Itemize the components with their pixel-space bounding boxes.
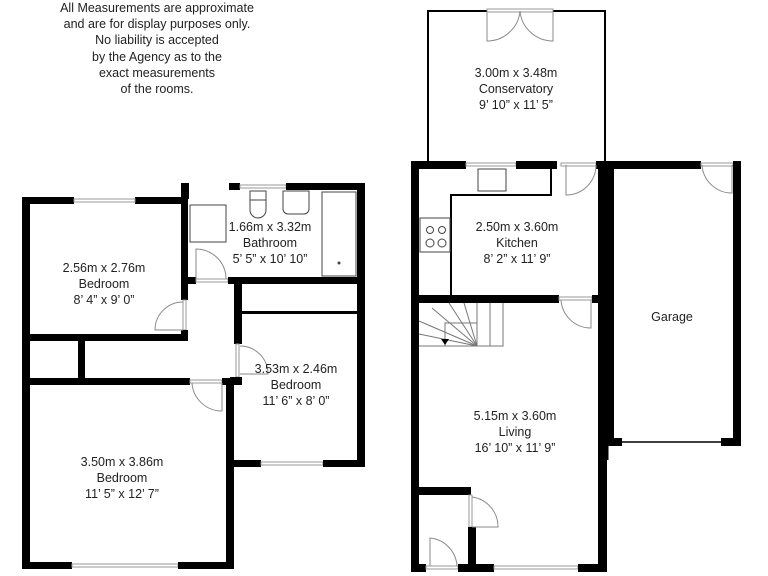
hob-icon [419, 217, 451, 253]
room-label-garage: Garage [651, 309, 693, 325]
disclaimer-text: All Measurements are approximate and are… [60, 0, 254, 97]
toilet-bowl-icon [249, 199, 267, 219]
room-imperial: 8’ 2” x 11’ 9” [483, 252, 551, 266]
room-name: Conservatory [478, 82, 554, 96]
room-label-bedroom-1: 3.50m x 3.86m Bedroom 11’ 5” x 12’ 7” [81, 454, 164, 502]
room-name: Garage [651, 310, 693, 324]
room-label-conservatory: 3.00m x 3.48m Conservatory 9’ 10” x 11’ … [475, 65, 558, 113]
room-metric: 1.66m x 3.32m [228, 220, 312, 234]
door-swing-icon [154, 301, 184, 331]
wash-basin-icon [282, 190, 310, 215]
room-imperial: 11’ 5” x 12’ 7” [85, 487, 159, 501]
room-name: Bedroom [96, 471, 148, 485]
door-swing-icon [565, 164, 597, 196]
staircase-icon [418, 302, 504, 347]
door-swing-icon [486, 10, 521, 42]
room-name: Bedroom [270, 378, 322, 392]
disclaimer-line: No liability is accepted [95, 33, 219, 48]
ground-floor-plan [411, 8, 741, 572]
room-metric: 3.53m x 2.46m [254, 362, 338, 376]
door-swing-icon [191, 382, 223, 412]
room-name: Bedroom [78, 277, 130, 291]
shower-tray-icon [189, 204, 227, 243]
room-name: Bathroom [242, 236, 298, 250]
door-swing-icon [560, 299, 592, 329]
room-label-bedroom-3: 3.53m x 2.46m Bedroom 11’ 6” x 8’ 0” [255, 361, 338, 409]
disclaimer-line: All Measurements are approximate [60, 1, 254, 15]
room-metric: 3.00m x 3.48m [474, 66, 558, 80]
door-swing-icon [471, 496, 499, 528]
room-name: Kitchen [496, 236, 538, 250]
room-imperial: 5’ 5” x 10’ 10” [232, 252, 308, 266]
room-metric: 3.50m x 3.86m [80, 455, 164, 469]
room-metric: 2.56m x 2.76m [62, 261, 146, 275]
room-name: Living [498, 425, 532, 439]
room-imperial: 9’ 10” x 11’ 5” [479, 98, 553, 112]
disclaimer-line: exact measurements [98, 65, 216, 80]
room-label-living: 5.15m x 3.60m Living 16’ 10” x 11’ 9” [474, 408, 557, 456]
door-swing-icon [239, 345, 269, 375]
room-label-bedroom-2: 2.56m x 2.76m Bedroom 8’ 4” x 9’ 0” [63, 260, 146, 308]
disclaimer-line: of the rooms. [120, 82, 194, 97]
stair-direction-arrow-icon [441, 339, 449, 345]
disclaimer-line: and are for display purposes only. [63, 17, 251, 32]
room-label-bathroom: 1.66m x 3.32m Bathroom 5’ 5” x 10’ 10” [229, 219, 312, 267]
disclaimer-line: by the Agency as to the [92, 49, 222, 64]
room-metric: 2.50m x 3.60m [475, 220, 559, 234]
first-floor-plan [22, 183, 365, 569]
door-swing-icon [519, 10, 554, 42]
room-metric: 5.15m x 3.60m [473, 409, 557, 423]
room-imperial: 16’ 10” x 11’ 9” [474, 441, 556, 455]
room-label-kitchen: 2.50m x 3.60m Kitchen 8’ 2” x 11’ 9” [476, 219, 559, 267]
door-swing-icon [429, 537, 458, 567]
room-imperial: 11’ 6” x 8’ 0” [262, 394, 330, 408]
door-swing-icon [701, 164, 733, 194]
toilet-cistern-icon [249, 190, 267, 201]
kitchen-sink-icon [477, 168, 507, 192]
door-swing-icon [195, 248, 227, 280]
room-imperial: 8’ 4” x 9’ 0” [73, 293, 135, 307]
